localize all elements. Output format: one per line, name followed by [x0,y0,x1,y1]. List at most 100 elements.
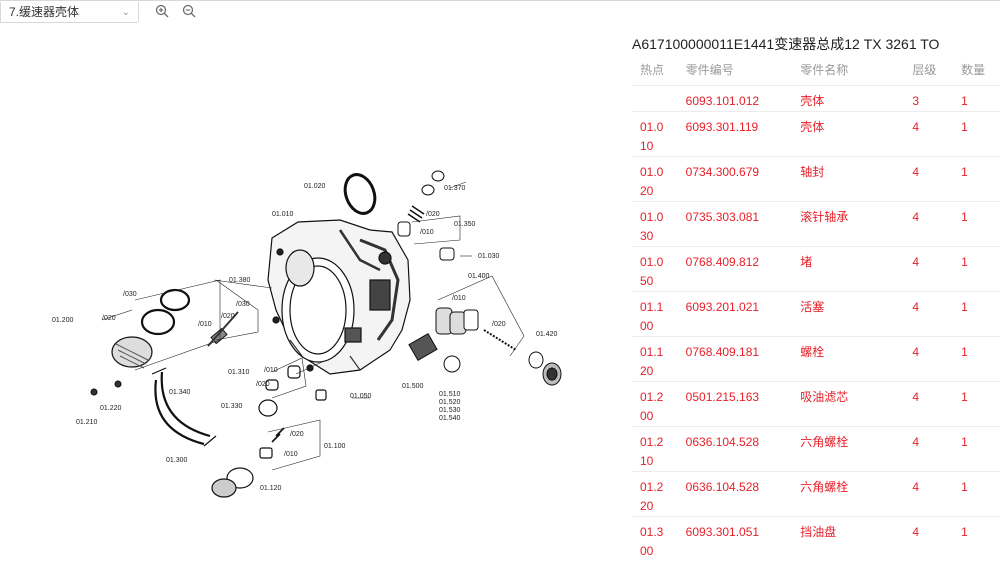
cell-quantity: 1 [953,292,1000,337]
cell-part-name: 堵 [792,247,904,292]
hotspot-label[interactable]: /020 [256,381,270,388]
hotspot-label[interactable]: /010 [420,229,434,236]
cell-part-number-text: 0768.409.181 [686,345,759,359]
cell-quantity: 1 [953,427,1000,472]
parts-diagram[interactable]: 01.020 01.010 01.370/020/010 01.350 01.030 01… [40,160,580,500]
cell-hotspot-text: 01.210 [640,433,670,471]
header-quantity: 数量 [953,57,1000,86]
cell-part-name-text: 六角螺栓 [800,435,848,449]
hotspot-label[interactable]: 01.050 [350,393,372,400]
cell-quantity-text: 1 [961,345,968,359]
zoom-in-icon[interactable] [155,4,171,20]
hotspot-label[interactable]: /020 [290,431,304,438]
hotspot-label[interactable]: 01.330 [221,403,243,410]
hotspot-label[interactable]: 01.030 [478,253,500,260]
cell-level: 4 [904,202,953,247]
hotspot-label[interactable]: /010 [452,295,466,302]
cell-part-number: 6093.201.021 [678,292,793,337]
hotspot-label[interactable]: 01.310 [228,369,250,376]
hotspot-label[interactable]: 01.120 [260,485,282,492]
hotspot-label[interactable]: 01.500 [402,383,424,390]
cell-part-number: 0735.303.081 [678,202,793,247]
hotspot-label[interactable]: 01.530 [439,407,461,414]
oil-baffle-drawing [152,368,216,446]
cell-part-name: 壳体 [792,86,904,112]
hotspot-label[interactable]: 01.520 [439,399,461,406]
hotspot-label[interactable]: 01.380 [229,277,251,284]
hotspot-label[interactable]: /010 [284,451,298,458]
cell-part-name-text: 堵 [800,255,812,269]
hotspot-label[interactable]: 01.220 [100,405,122,412]
cell-part-number: 6093.301.051 [678,517,793,561]
header-part-number: 零件编号 [678,57,793,86]
cell-level-text: 4 [912,120,919,134]
hotspot-label[interactable]: /020 [221,313,235,320]
hotspot-label[interactable]: 01.020 [304,183,326,190]
cell-quantity: 1 [953,86,1000,112]
cell-hotspot-text: 01.220 [640,478,670,516]
cell-part-number-text: 6093.301.051 [686,525,759,539]
cell-level: 4 [904,472,953,517]
hotspot-label[interactable]: /020 [426,211,440,218]
hotspot-label[interactable]: 01.540 [439,415,461,422]
header-level: 层级 [904,57,953,86]
hotspot-label[interactable]: 01.370 [444,185,466,192]
cell-hotspot [632,86,678,112]
cell-level: 4 [904,427,953,472]
hotspot-label[interactable]: /020 [102,315,116,322]
filter-drawing [91,290,238,395]
hotspot-label[interactable]: 01.010 [272,211,294,218]
cell-level: 4 [904,382,953,427]
hotspot-label[interactable]: 01.200 [52,317,74,324]
hotspot-label[interactable]: 01.510 [439,391,461,398]
cell-quantity: 1 [953,112,1000,157]
hotspot-label[interactable]: 01.300 [166,457,188,464]
cell-hotspot: 01.120 [632,337,678,382]
cell-part-number-text: 6093.301.119 [686,120,759,134]
cell-quantity-text: 1 [961,120,968,134]
cell-part-name: 螺栓 [792,337,904,382]
top-border [0,0,1000,1]
zoom-out-icon[interactable] [182,4,198,20]
cell-part-number: 6093.101.012 [678,86,793,112]
cell-part-number: 0636.104.528 [678,427,793,472]
cell-level: 4 [904,517,953,561]
cell-hotspot: 01.300 [632,517,678,561]
hotspot-label[interactable]: 01.420 [536,331,558,338]
cell-part-number-text: 6093.201.021 [686,300,759,314]
cell-part-number: 6093.301.119 [678,112,793,157]
cell-hotspot: 01.020 [632,157,678,202]
cell-level-text: 3 [912,94,919,108]
cell-part-name: 六角螺栓 [792,427,904,472]
hotspot-label[interactable]: /020 [492,321,506,328]
housing-drawing [268,220,410,374]
cell-quantity-text: 1 [961,165,968,179]
cell-part-name: 六角螺栓 [792,472,904,517]
hotspot-label[interactable]: /030 [236,301,250,308]
cell-part-number: 0501.215.163 [678,382,793,427]
hotspot-label[interactable]: 01.350 [454,221,476,228]
hotspot-label[interactable]: 01.100 [324,443,346,450]
cell-part-name-text: 壳体 [800,120,824,134]
hotspot-label[interactable]: /010 [264,367,278,374]
cell-quantity: 1 [953,382,1000,427]
diagram-select[interactable]: 7.缓速器壳体 ⌄ [0,2,139,23]
hotspot-label[interactable]: /010 [198,321,212,328]
hotspot-label[interactable]: 01.210 [76,419,98,426]
cell-quantity-text: 1 [961,94,968,108]
hotspot-label[interactable]: /030 [123,291,137,298]
hotspot-label[interactable]: 01.340 [169,389,191,396]
hotspot-label[interactable]: 01.400 [468,273,490,280]
